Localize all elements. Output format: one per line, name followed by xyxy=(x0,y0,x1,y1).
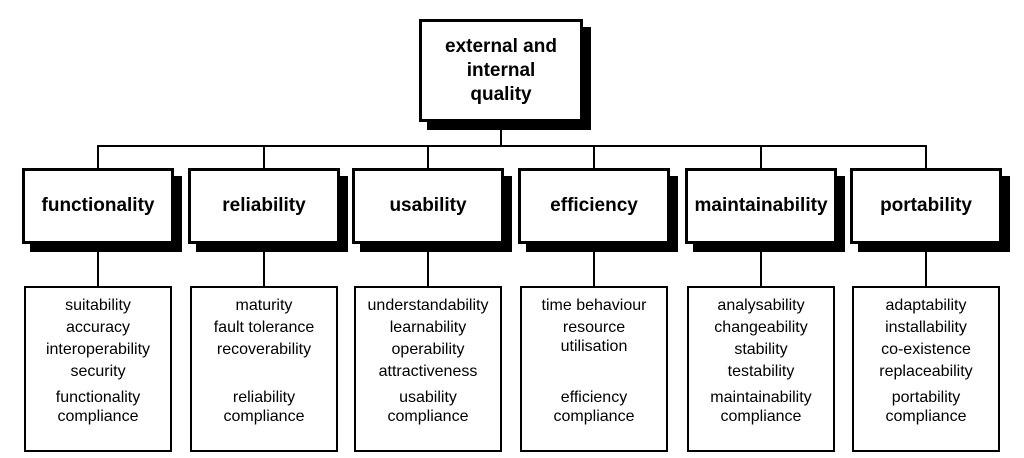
root-label: external and internal quality xyxy=(445,35,557,105)
subcharacteristic-item: time behaviour xyxy=(541,297,647,314)
subcharacteristic-item: replaceability xyxy=(879,363,973,380)
characteristic-box-efficiency: efficiency xyxy=(518,168,670,244)
compliance-label: portability compliance xyxy=(885,389,967,425)
characteristic-box-functionality: functionality xyxy=(22,168,174,244)
connector-drop-efficiency xyxy=(593,244,595,286)
compliance-label: functionality compliance xyxy=(55,389,141,425)
compliance-label: efficiency compliance xyxy=(553,389,635,425)
subcharacteristics-box-efficiency: time behaviour resource utilisation effic… xyxy=(520,286,668,452)
subcharacteristics-box-usability: understandability learnability operability… xyxy=(354,286,502,452)
characteristic-label: maintainability xyxy=(694,195,828,216)
characteristic-label: efficiency xyxy=(550,195,638,216)
characteristic-box-usability: usability xyxy=(352,168,504,244)
characteristic-label: usability xyxy=(389,195,467,216)
connector-stub-reliability xyxy=(263,145,265,168)
subcharacteristic-item: interoperability xyxy=(45,341,151,358)
connector-stub-portability xyxy=(925,145,927,168)
subcharacteristics-box-functionality: suitability accuracy interoperability secur… xyxy=(24,286,172,452)
subcharacteristic-item: attractiveness xyxy=(378,363,478,380)
connector-drop-portability xyxy=(925,244,927,286)
connector-stub-functionality xyxy=(97,145,99,168)
subcharacteristic-item: understandability xyxy=(367,297,489,314)
subcharacteristic-item: accuracy xyxy=(65,319,131,336)
subcharacteristic-item: testability xyxy=(727,363,795,380)
subcharacteristic-item: analysability xyxy=(717,297,805,314)
connector-drop-functionality xyxy=(97,244,99,286)
subcharacteristic-item: stability xyxy=(734,341,788,358)
subcharacteristics-box-maintainability: analysability changeability stability testa… xyxy=(687,286,835,452)
compliance-label: maintainability compliance xyxy=(710,389,812,425)
subcharacteristic-items: understandability learnability operability… xyxy=(368,296,489,384)
characteristic-label: portability xyxy=(880,195,972,216)
connector-stub-efficiency xyxy=(593,145,595,168)
connector-stub-maintainability xyxy=(760,145,762,168)
connector-drop-reliability xyxy=(263,244,265,286)
subcharacteristic-item: maturity xyxy=(235,297,293,314)
connector-drop-maintainability xyxy=(760,244,762,286)
characteristic-label: functionality xyxy=(41,195,155,216)
subcharacteristic-items: time behaviour resource utilisation xyxy=(542,296,647,359)
characteristic-box-reliability: reliability xyxy=(188,168,340,244)
subcharacteristic-item: operability xyxy=(391,341,465,358)
connector-root-drop xyxy=(500,122,502,146)
subcharacteristic-item: adaptability xyxy=(885,297,967,314)
subcharacteristic-items: adaptability installability co-existence re… xyxy=(879,296,972,384)
connector-drop-usability xyxy=(427,244,429,286)
connector-bus xyxy=(97,145,927,147)
subcharacteristic-item: recoverability xyxy=(216,341,312,358)
subcharacteristic-item: learnability xyxy=(389,319,467,336)
characteristic-box-maintainability: maintainability xyxy=(685,168,837,244)
connector-stub-usability xyxy=(427,145,429,168)
compliance-label: reliability compliance xyxy=(223,389,305,425)
subcharacteristic-items: maturity fault tolerance recoverability xyxy=(214,296,315,362)
compliance-label: usability compliance xyxy=(387,389,469,425)
subcharacteristic-item: suitability xyxy=(65,297,131,314)
subcharacteristics-box-reliability: maturity fault tolerance recoverability re… xyxy=(190,286,338,452)
subcharacteristic-items: suitability accuracy interoperability secur… xyxy=(46,296,150,384)
subcharacteristic-item: fault tolerance xyxy=(213,319,315,336)
characteristic-label: reliability xyxy=(222,195,306,216)
subcharacteristic-items: analysability changeability stability testa… xyxy=(714,296,807,384)
characteristic-box-portability: portability xyxy=(850,168,1002,244)
subcharacteristic-item: resource utilisation xyxy=(560,319,628,355)
subcharacteristic-item: installability xyxy=(885,319,967,336)
subcharacteristic-item: changeability xyxy=(714,319,808,336)
root-box: external and internal quality xyxy=(419,19,583,122)
subcharacteristic-item: security xyxy=(70,363,126,380)
subcharacteristic-item: co-existence xyxy=(881,341,971,358)
subcharacteristics-box-portability: adaptability installability co-existence re… xyxy=(852,286,1000,452)
